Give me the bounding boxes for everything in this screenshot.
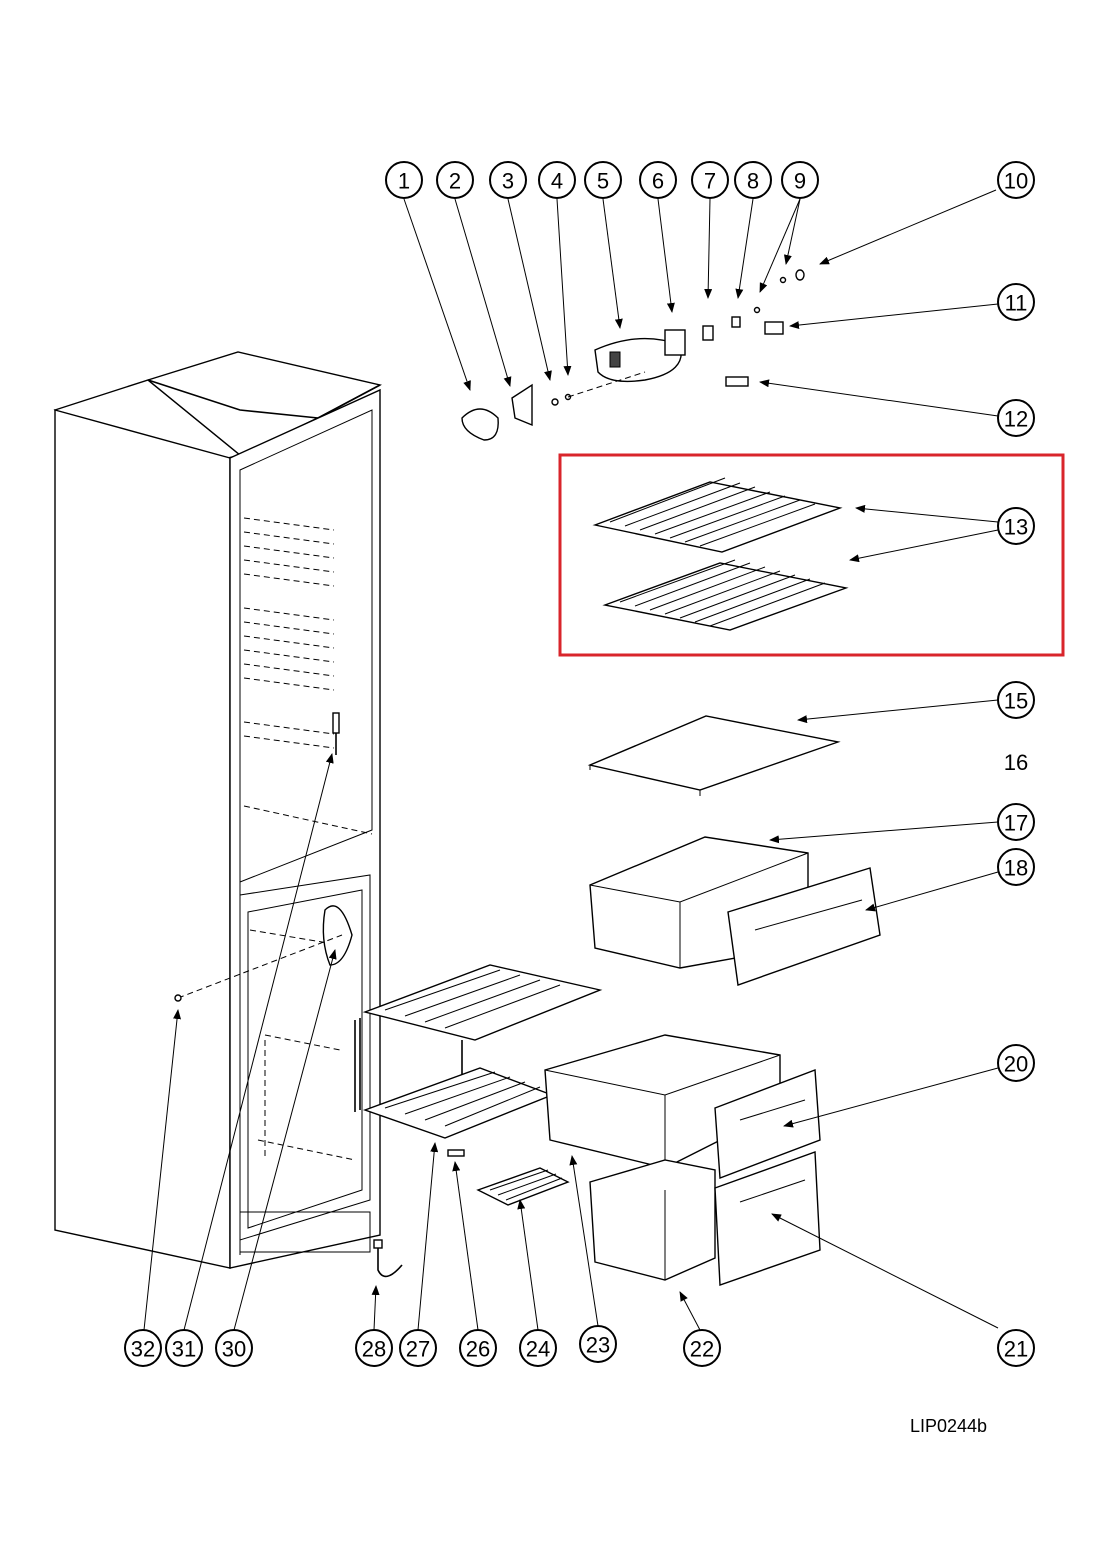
callout-17: 17 [997,803,1035,841]
svg-text:7: 7 [704,169,716,194]
callout-18: 18 [997,848,1035,886]
callout-20: 20 [997,1044,1035,1082]
callout-22: 22 [683,1329,721,1367]
callout-9: 9 [781,161,819,199]
callout-1: 1 [385,161,423,199]
callout-4: 4 [538,161,576,199]
svg-text:4: 4 [551,169,563,194]
svg-text:15: 15 [1004,689,1028,714]
callout-15: 15 [997,681,1035,719]
callout-8: 8 [734,161,772,199]
callout-11: 11 [997,283,1035,321]
cable [373,1239,403,1278]
svg-text:23: 23 [586,1333,610,1358]
svg-text:2: 2 [449,169,461,194]
callout-27: 27 [399,1329,437,1367]
svg-text:30: 30 [222,1337,246,1362]
label-16: 16 [1004,750,1028,775]
callout-7: 7 [691,161,729,199]
callout-26: 26 [459,1329,497,1367]
svg-text:11: 11 [1005,291,1028,316]
glass-shelf [587,715,841,796]
svg-text:3: 3 [502,169,514,194]
svg-text:24: 24 [526,1337,550,1362]
highlight-box [558,453,1065,657]
svg-text:1: 1 [398,169,410,194]
leader-lines [143,189,999,1331]
svg-text:18: 18 [1004,856,1028,881]
svg-text:28: 28 [362,1337,386,1362]
callout-3: 3 [489,161,527,199]
svg-text:12: 12 [1004,407,1028,432]
callout-24: 24 [519,1329,557,1367]
thermostat-parts [461,269,805,441]
svg-text:21: 21 [1004,1337,1028,1362]
callout-10: 10 [997,161,1035,199]
refrigerator-cabinet [53,351,382,1269]
svg-text:27: 27 [406,1337,430,1362]
callout-31: 31 [165,1329,203,1367]
svg-text:22: 22 [690,1337,714,1362]
wire-shelves [592,477,849,631]
freezer-wire-shelves [354,964,603,1157]
drawing-code: LIP0244b [910,1416,987,1436]
callout-2: 2 [436,161,474,199]
callout-6: 6 [639,161,677,199]
svg-text:5: 5 [597,169,609,194]
svg-text:26: 26 [466,1337,490,1362]
svg-text:20: 20 [1004,1052,1028,1077]
callout-23: 23 [579,1325,617,1363]
svg-text:17: 17 [1004,811,1028,836]
callout-13: 13 [997,507,1035,545]
svg-text:6: 6 [652,169,664,194]
svg-text:8: 8 [747,169,759,194]
callout-32: 32 [124,1329,162,1367]
ice-tray [476,1167,570,1206]
freezer-drawers [544,1034,821,1286]
callout-21: 21 [997,1329,1035,1367]
callout-12: 12 [997,399,1035,437]
svg-text:13: 13 [1004,515,1028,540]
crisper-drawer [589,836,881,986]
svg-text:32: 32 [131,1337,155,1362]
callout-28: 28 [355,1329,393,1367]
svg-text:31: 31 [172,1337,196,1362]
svg-text:9: 9 [794,169,806,194]
callout-30: 30 [215,1329,253,1367]
callout-5: 5 [584,161,622,199]
svg-text:10: 10 [1004,169,1028,194]
